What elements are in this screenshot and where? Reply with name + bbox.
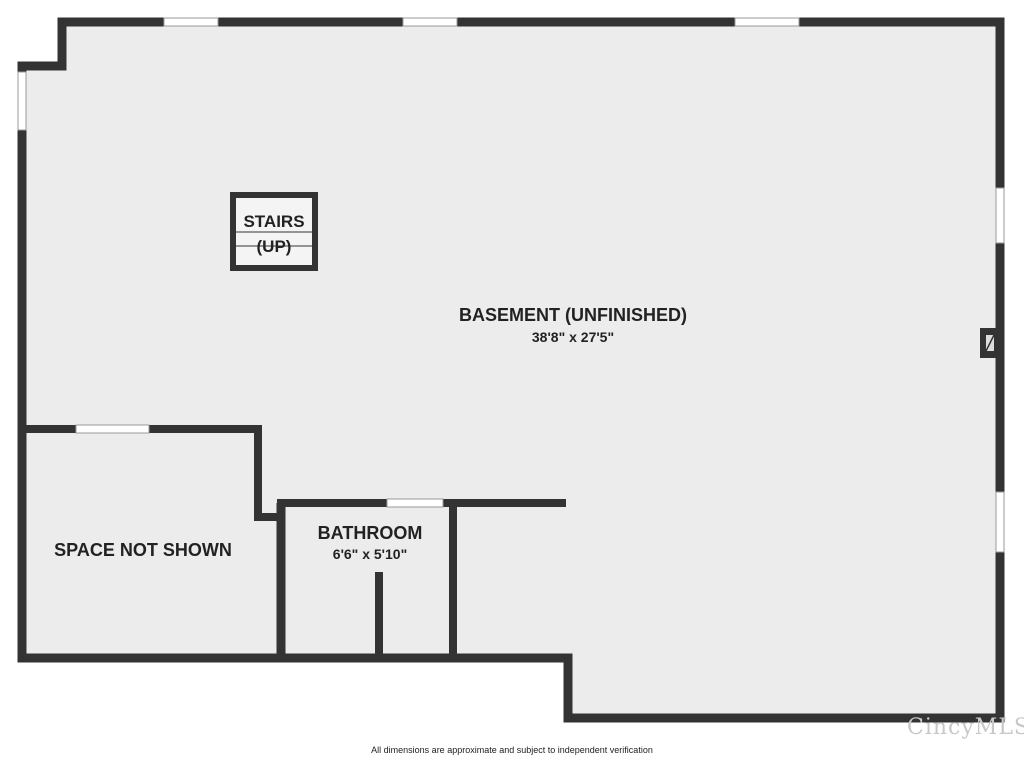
floor-area: [22, 22, 1000, 718]
stairs-label: STAIRS: [243, 212, 304, 231]
outer-wall: [17, 17, 1005, 723]
stairs-direction-label: (UP): [257, 237, 292, 256]
watermark-logo: CincyMLS: [907, 715, 1024, 740]
window-space: [75, 424, 150, 434]
window-top-3: [734, 17, 800, 27]
window-bathroom: [386, 498, 444, 508]
basement-dimensions: 38'8" x 27'5": [532, 329, 614, 345]
window-right-1: [995, 187, 1005, 244]
fixture-slash: [985, 334, 995, 352]
basement-name: BASEMENT (UNFINISHED): [459, 305, 687, 325]
space-not-shown-label: SPACE NOT SHOWN: [54, 540, 232, 560]
window-top-2: [402, 17, 458, 27]
window-top-1: [163, 17, 219, 27]
window-left: [17, 71, 27, 131]
window-right-2: [995, 491, 1005, 553]
disclaimer-text: All dimensions are approximate and subje…: [371, 745, 653, 755]
bathroom-dimensions: 6'6" x 5'10": [333, 546, 407, 562]
bathroom-name: BATHROOM: [318, 523, 423, 543]
